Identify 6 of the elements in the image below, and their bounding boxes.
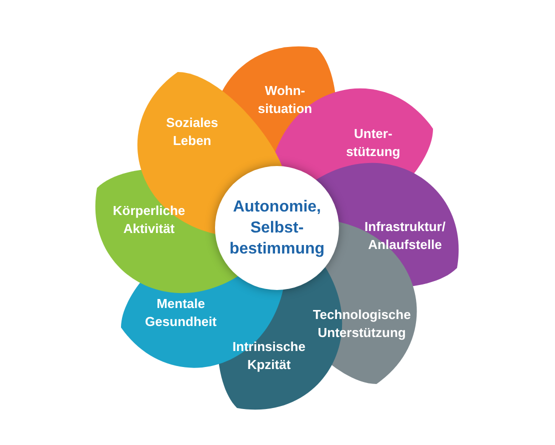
petal-label: Unter- stützung (346, 125, 400, 162)
petal-label: Mentale Gesundheit (145, 294, 217, 331)
petal-label: Intrinsische Kpzität (232, 338, 306, 374)
center-label: Autonomie, Selbst- bestimmung (229, 198, 325, 260)
petal-label: Soziales Leben (166, 114, 218, 150)
petal-label: Infrastruktur/ Anlaufstelle (364, 218, 446, 254)
